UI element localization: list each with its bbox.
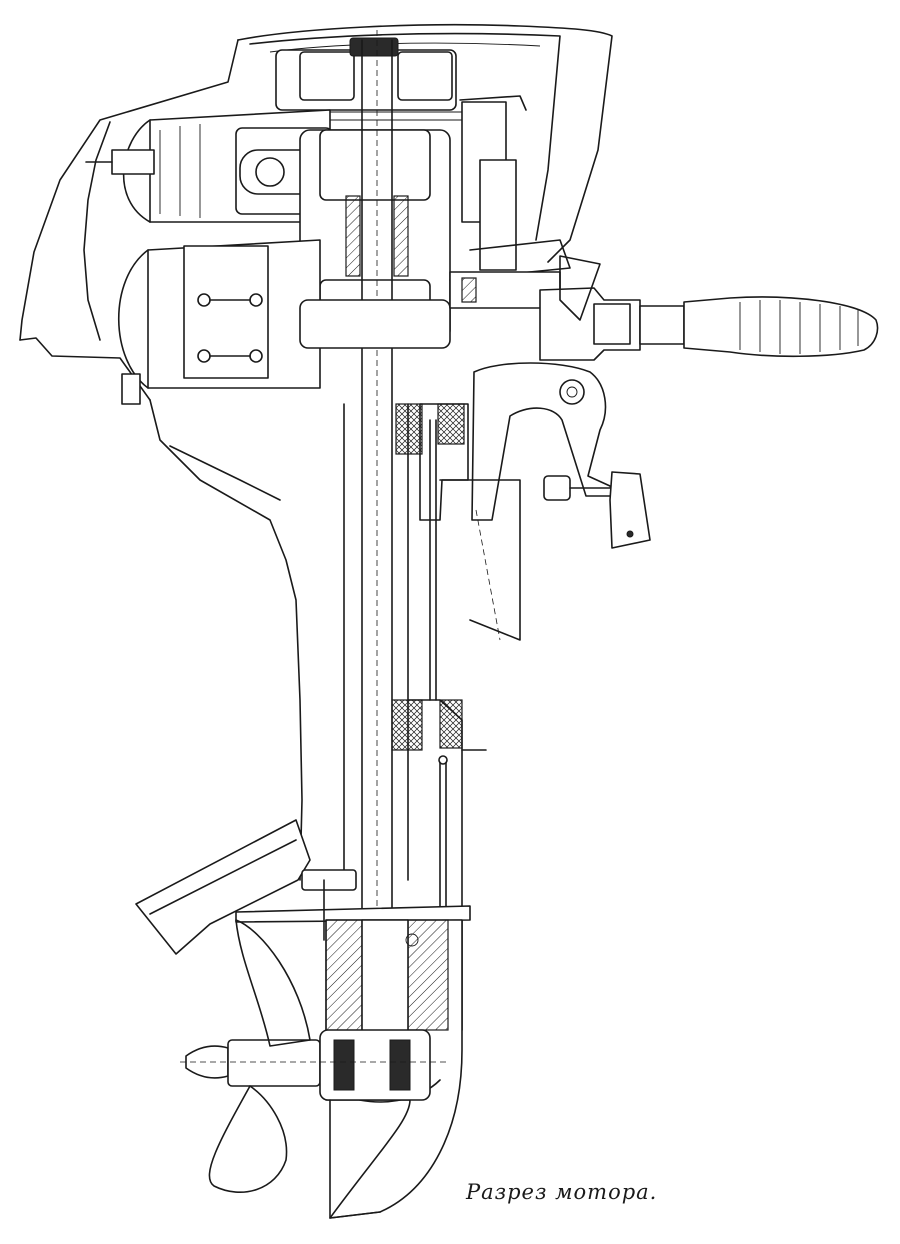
skeg	[329, 1099, 381, 1219]
propeller-blades	[208, 919, 311, 1194]
propeller-hub	[180, 1029, 450, 1101]
carburetor	[449, 95, 571, 309]
upper-cylinder	[85, 109, 333, 223]
tiller-handle	[539, 255, 879, 361]
flywheel	[275, 37, 470, 121]
figure-caption: Разрез мотора.	[466, 1180, 658, 1204]
cavitation-plate	[235, 869, 471, 941]
lower-cylinder	[117, 239, 451, 405]
driveshaft-housing	[149, 399, 487, 1031]
transom-mount	[395, 403, 521, 641]
clamp-bracket	[471, 362, 651, 549]
exhaust-outlet	[135, 819, 311, 955]
engine-hood	[19, 23, 613, 401]
